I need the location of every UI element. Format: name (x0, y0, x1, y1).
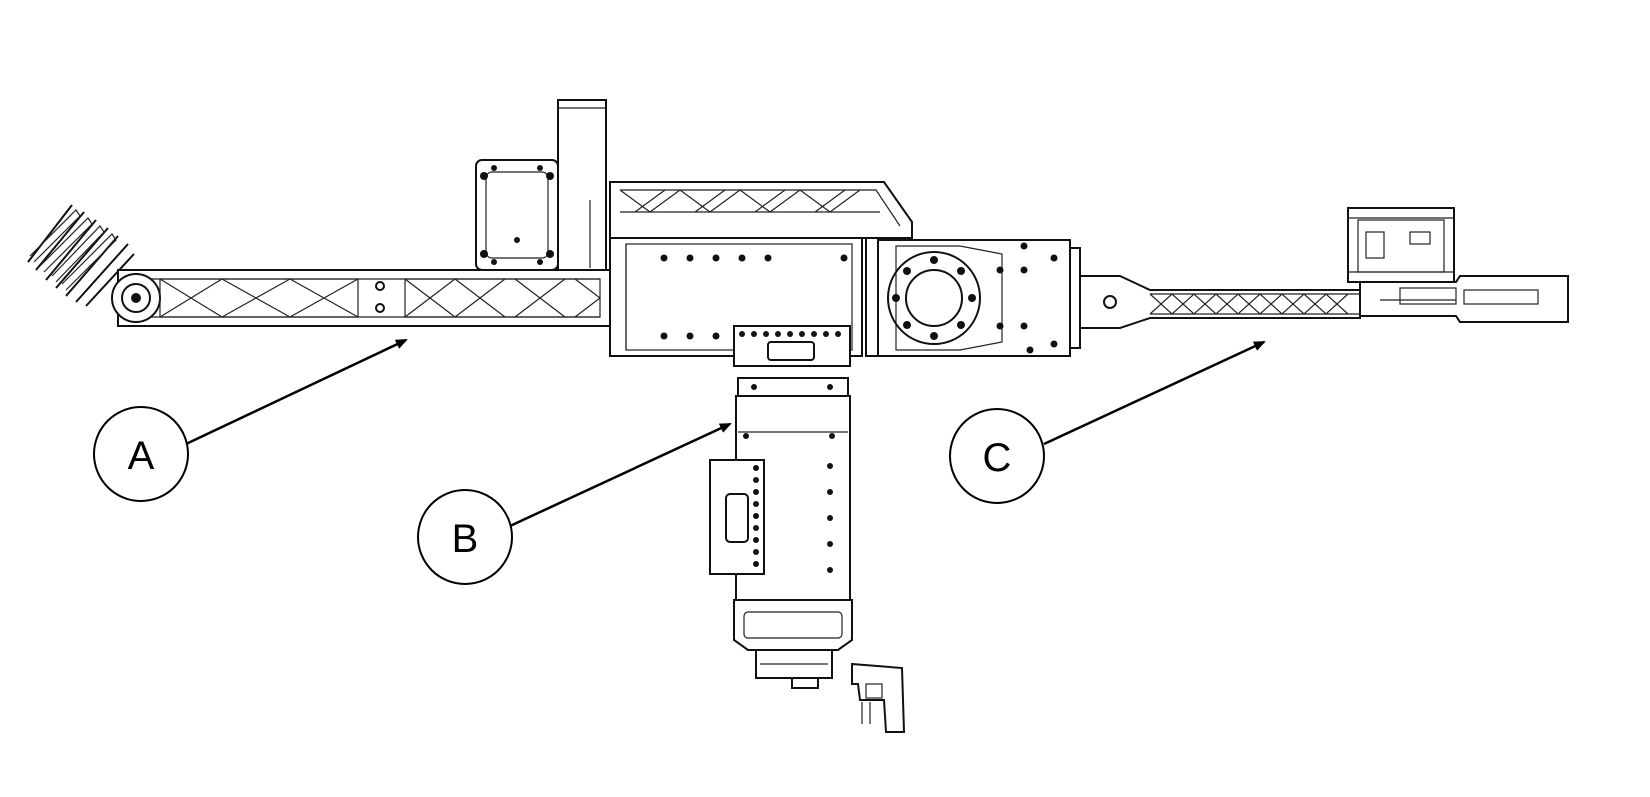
bellows-gripper (27, 204, 135, 307)
elbow-joint (865, 237, 1081, 357)
callout-a: A (93, 406, 189, 502)
callout-c-label: C (983, 436, 1012, 480)
callout-b-leader (509, 422, 732, 528)
link-a (111, 269, 615, 327)
elbow-bolt-circle (892, 256, 976, 340)
link-b (709, 325, 906, 733)
callout-c: C (949, 408, 1045, 504)
callout-b-label: B (452, 517, 479, 561)
link-c (1079, 207, 1569, 329)
callout-c-leader (1043, 340, 1266, 446)
callout-a-leader (185, 338, 408, 446)
shoulder-actuator-box (475, 99, 607, 271)
callout-b: B (417, 489, 513, 585)
link-b-holes (753, 463, 833, 573)
callout-a-label: A (128, 434, 155, 478)
housing-bolt-holes (660, 254, 848, 340)
